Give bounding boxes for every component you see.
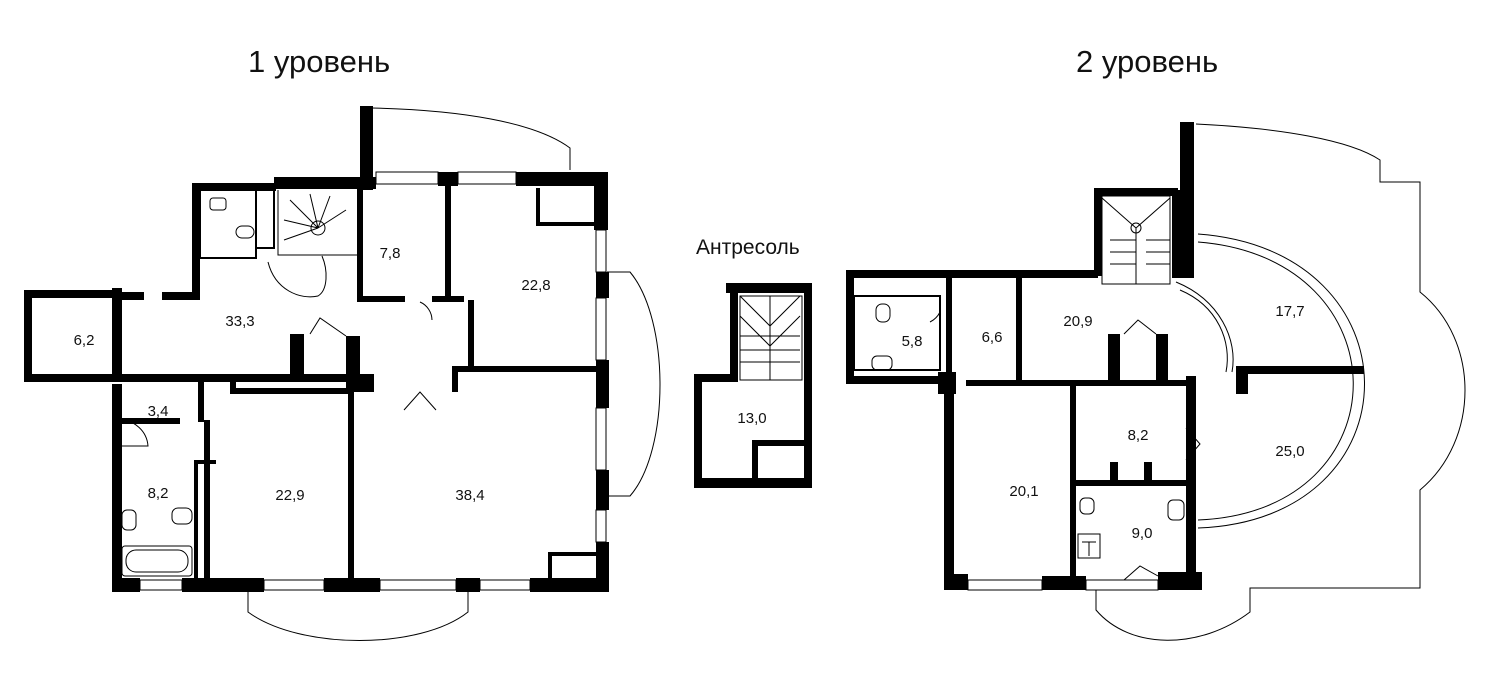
- curved-window: [1197, 233, 1365, 529]
- room-area: 7,8: [380, 245, 401, 262]
- staircase-icon: [739, 295, 803, 381]
- sink-icon: [121, 507, 193, 531]
- door-arc: [309, 317, 347, 337]
- mezzanine-title: Антресоль: [696, 236, 800, 259]
- room-area: 25,0: [1275, 443, 1304, 460]
- spiral-staircase-icon: [267, 190, 360, 298]
- staircase-icon: [1101, 195, 1171, 285]
- shower-icon: [1077, 533, 1101, 559]
- room-area: 38,4: [455, 487, 484, 504]
- level-2-title: 2 уровень: [1076, 44, 1218, 79]
- room-area: 9,0: [1132, 525, 1153, 542]
- sink-icon: [871, 355, 1185, 521]
- room-area: 8,2: [1128, 427, 1149, 444]
- room-area: 3,4: [148, 403, 169, 420]
- balcony-bottom: [247, 592, 469, 641]
- balcony-top: [371, 107, 571, 170]
- door-arc: [403, 301, 437, 411]
- bathtub-icon: [121, 545, 193, 577]
- room-area: 22,8: [521, 277, 550, 294]
- toilet-icon: [209, 197, 255, 239]
- room-area: 22,9: [275, 487, 304, 504]
- level-1-title: 1 уровень: [248, 44, 390, 79]
- level-2-plan: 5,8 6,6 20,9 17,7 8,2 25,0 20,1 9,0: [846, 122, 1466, 641]
- room-area: 33,3: [225, 313, 254, 330]
- door-arc: [1185, 427, 1201, 461]
- room-area: 5,8: [902, 333, 923, 350]
- terrace-outline: [1095, 123, 1466, 641]
- room-area: 6,2: [74, 332, 95, 349]
- room-area: 8,2: [148, 485, 169, 502]
- toilet-icon: [875, 303, 1095, 515]
- door-arc: [1123, 319, 1157, 335]
- door-arc: [1123, 565, 1159, 581]
- mezzanine-plan: 13,0: [694, 283, 812, 488]
- door-arc: [929, 311, 941, 323]
- room-area: 17,7: [1275, 303, 1304, 320]
- door-arc: [119, 419, 149, 447]
- room-area: 13,0: [737, 410, 766, 427]
- room-area: 20,1: [1009, 483, 1038, 500]
- room-area: 6,6: [982, 329, 1003, 346]
- level-1-plan: 6,2 33,3 7,8 22,8 3,4 8,2 22,9 38,4: [24, 106, 661, 641]
- balcony-right: [607, 271, 661, 497]
- room-area: 20,9: [1063, 313, 1092, 330]
